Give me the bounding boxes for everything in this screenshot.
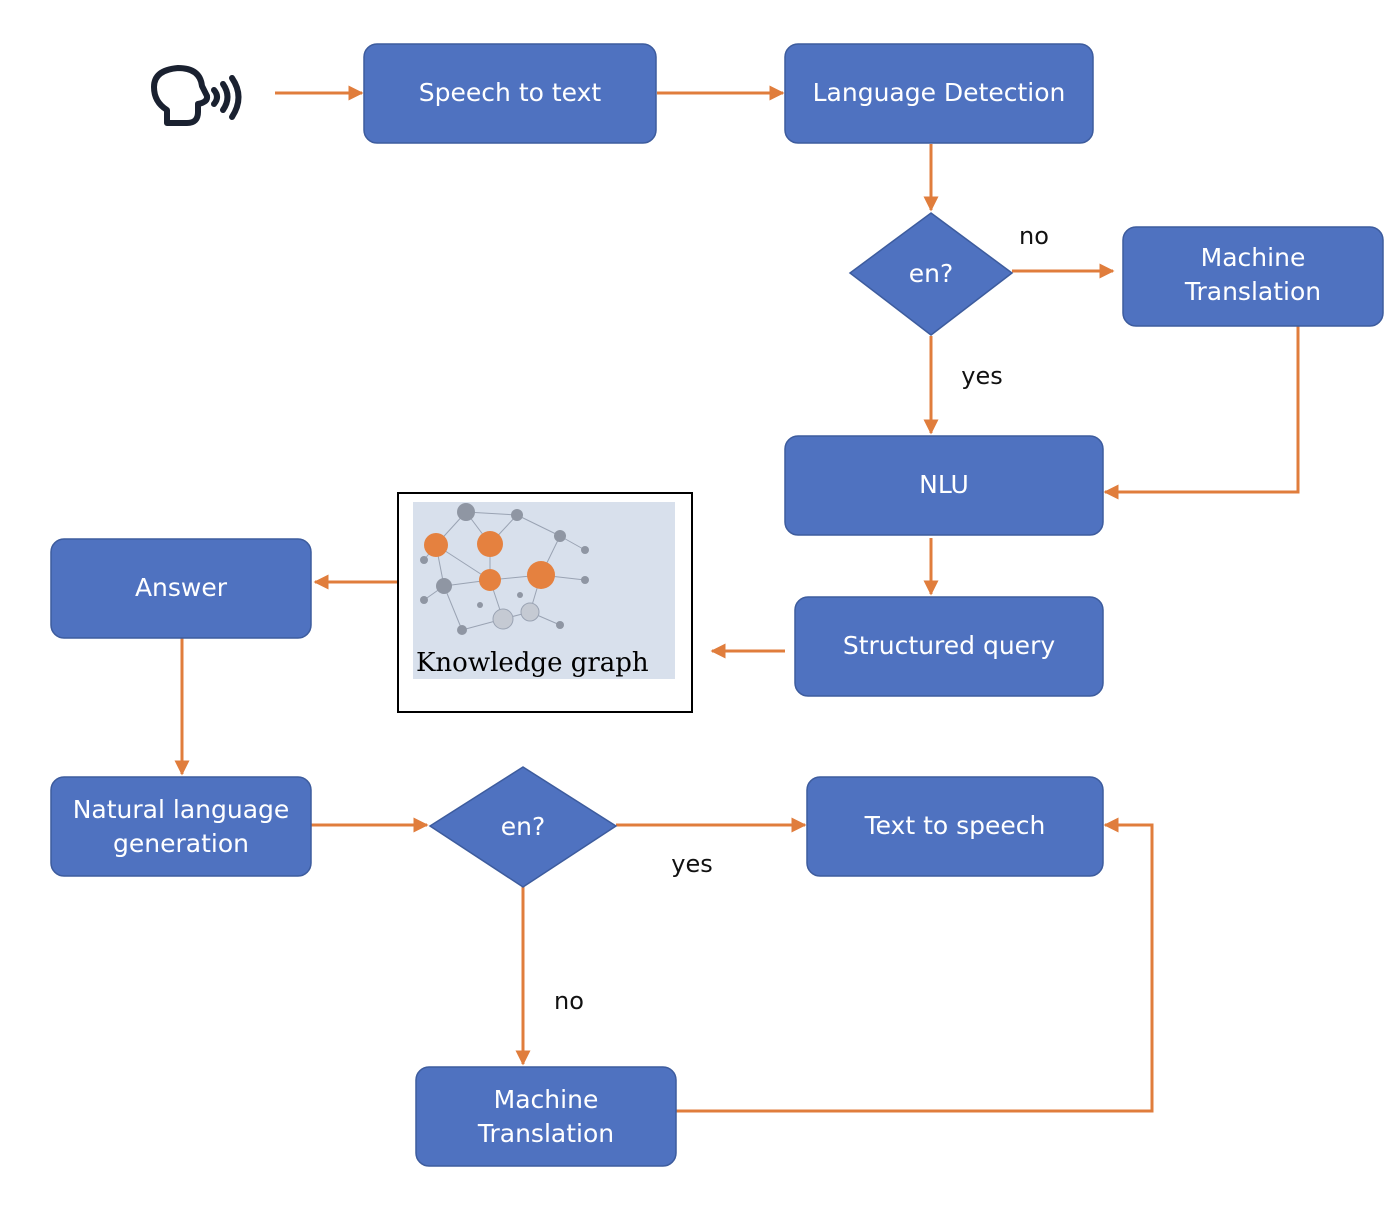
edge-label-no-2: no <box>554 987 584 1015</box>
box-nlu: NLU <box>784 435 1104 536</box>
box-speech-to-text: Speech to text <box>363 43 657 144</box>
box-text-to-speech: Text to speech <box>806 776 1104 877</box>
decision-label: en? <box>909 259 954 288</box>
box-label-line-2: Translation <box>477 1119 614 1148</box>
box-machine-translation-1: Machine Translation <box>1122 226 1384 327</box>
arrow-mt-to-nlu <box>1103 322 1300 500</box>
box-label: NLU <box>919 470 969 499</box>
knowledge-graph-network-icon <box>420 503 589 635</box>
box-answer: Answer <box>50 538 312 639</box>
box-label-line-2: generation <box>113 829 249 858</box>
box-label-line-1: Machine <box>494 1085 599 1114</box>
box-language-detection: Language Detection <box>784 43 1094 144</box>
box-label-line-1: Natural language <box>73 795 290 824</box>
box-label: Speech to text <box>419 78 602 107</box>
decision-label: en? <box>501 812 546 841</box>
edge-label-yes-2: yes <box>671 850 712 878</box>
box-label: Text to speech <box>864 811 1046 840</box>
box-natural-language-generation: Natural language generation <box>50 776 312 877</box>
knowledge-graph-panel: Knowledge graph <box>397 492 693 713</box>
knowledge-graph-caption: Knowledge graph <box>416 648 649 678</box>
box-label: Language Detection <box>813 78 1066 107</box>
box-label-line-2: Translation <box>1184 277 1321 306</box>
box-label: Answer <box>135 573 228 602</box>
decision-en-2: en? <box>428 766 618 888</box>
box-label-line-1: Machine <box>1201 243 1306 272</box>
edge-label-yes-1: yes <box>961 362 1002 390</box>
speaking-head-icon <box>151 65 242 126</box>
arrow-mt2-to-tts <box>676 817 1154 1113</box>
box-machine-translation-2: Machine Translation <box>415 1066 677 1167</box>
box-structured-query: Structured query <box>794 596 1104 697</box>
decision-en-1: en? <box>848 212 1014 336</box>
box-label: Structured query <box>843 631 1055 660</box>
edge-label-no-1: no <box>1019 222 1049 250</box>
